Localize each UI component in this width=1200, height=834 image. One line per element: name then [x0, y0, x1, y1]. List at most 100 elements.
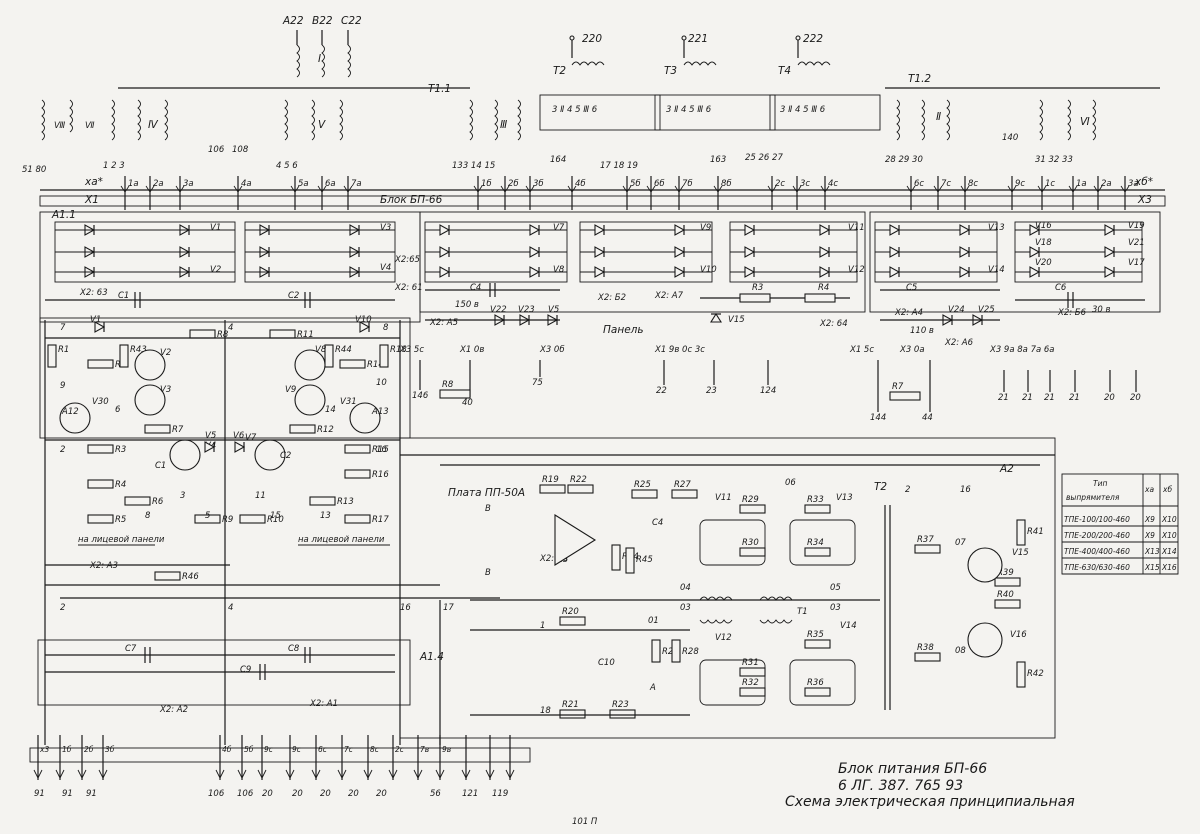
label-106: 106	[208, 145, 225, 155]
resistor-label: R29	[742, 495, 759, 505]
resistor: R40	[994, 590, 1021, 609]
resistor: R33	[804, 495, 831, 514]
label-x2-63: X2: 63	[79, 288, 108, 298]
label-cap-110v: 110 в	[910, 326, 934, 336]
diode	[744, 246, 756, 258]
bottom-terminal-num: 106	[208, 789, 225, 799]
mid-conn-label: X3 0a	[899, 345, 925, 355]
table-cell-xa: X9	[1144, 531, 1155, 540]
resistor-label: R14	[367, 360, 384, 370]
winding-group	[699, 659, 766, 706]
diode-label: V23	[518, 305, 535, 315]
svg-text:Ⅶ: Ⅶ	[85, 121, 95, 131]
winding-group	[789, 519, 856, 566]
node-label: 2	[905, 485, 910, 495]
svg-text:V15: V15	[1012, 548, 1029, 558]
diode	[439, 224, 451, 236]
transistor	[294, 349, 326, 381]
node-label: 16	[960, 485, 971, 495]
block-a11	[39, 211, 421, 323]
conn-label-top: 7с	[941, 179, 951, 189]
cap-label: C1	[155, 461, 166, 471]
diode	[594, 266, 606, 278]
resistor-label: R5	[115, 515, 126, 525]
transistor-label: V14	[840, 621, 857, 631]
label-108: 108	[232, 145, 249, 155]
cap-label: C10	[598, 658, 615, 668]
resistor: R7	[889, 382, 921, 401]
resistor-label: R32	[742, 678, 759, 688]
diode	[889, 224, 901, 236]
resistor: R41	[1016, 519, 1044, 546]
table-cell-xa: X13	[1144, 547, 1160, 556]
label-164: 164	[550, 155, 566, 165]
resistor: R17	[344, 514, 389, 525]
svg-text:51 80: 51 80	[22, 165, 46, 175]
diode	[439, 266, 451, 278]
diode	[439, 246, 451, 258]
label-t4: Т4	[778, 65, 791, 77]
diode	[674, 266, 686, 278]
node-label: 3	[180, 491, 185, 501]
node-label: 05	[830, 583, 841, 593]
resistor: R16	[344, 469, 389, 480]
node-label: 13	[320, 511, 331, 521]
resistor-label: R9	[222, 515, 233, 525]
label-x2-a8: X2: А8	[539, 554, 569, 564]
diode	[744, 266, 756, 278]
node-label: 8	[383, 323, 389, 333]
bottom-conn-label: 2б	[84, 745, 94, 754]
resistor-label: R43	[130, 345, 147, 355]
mid-terminal-num: 22	[656, 386, 667, 396]
svg-text:25 26 27: 25 26 27	[745, 153, 783, 163]
node-label: 03	[680, 603, 691, 613]
transistor-label: V13	[836, 493, 853, 503]
label-t1-bottom: Т1	[797, 607, 808, 617]
mid-terminal-num: 23	[706, 386, 717, 396]
diode-label: V7	[553, 223, 565, 233]
label-cap-30v: 30 в	[1092, 305, 1111, 315]
resistor-label: R37	[917, 535, 934, 545]
resistor: R7	[144, 424, 184, 435]
diode-label: V18	[1035, 238, 1052, 248]
svg-text:3 Ⅱ 4 5 Ⅲ 6: 3 Ⅱ 4 5 Ⅲ 6	[552, 105, 598, 115]
diode-label: V5	[205, 431, 216, 441]
diode	[744, 224, 756, 236]
label-140: 140	[1002, 133, 1018, 143]
resistor-label: R36	[807, 678, 824, 688]
node-label: 16	[400, 603, 411, 613]
diode-label: V10	[355, 315, 372, 325]
node-label: 08	[955, 646, 966, 656]
resistor: R37	[914, 535, 941, 554]
resistor-label: R1	[58, 345, 69, 355]
node-label: 01	[648, 616, 659, 626]
resistor-label: R28	[682, 647, 699, 657]
cap-label: C2	[280, 451, 291, 461]
bottom-conn-label: 7c	[344, 745, 354, 754]
conn-label-top: 9с	[1015, 179, 1025, 189]
resistor-label: R13	[337, 497, 354, 507]
resistor: R3	[87, 444, 126, 455]
resistor-label: R38	[917, 643, 934, 653]
conn-label-top: 1а	[128, 179, 139, 189]
label-t12: Т1.2	[908, 73, 931, 85]
diode-label: V12	[848, 265, 865, 275]
diode	[529, 246, 541, 258]
label-x2-a5: X2: А5	[429, 318, 458, 328]
label-x2-b2: X2: Б2	[597, 293, 626, 303]
diode	[889, 246, 901, 258]
diode-label: V22	[490, 305, 507, 315]
svg-text:28 29 30: 28 29 30	[885, 155, 923, 165]
svg-text:1 2 3: 1 2 3	[103, 161, 125, 171]
resistor-label: R33	[807, 495, 824, 505]
node-label: 03	[830, 603, 841, 613]
svg-text:Ⅵ: Ⅵ	[1080, 116, 1090, 128]
diode	[359, 321, 371, 333]
conn-label-top: 6б	[654, 179, 665, 189]
cap-label: C4	[652, 518, 663, 528]
resistor-label: R18	[390, 345, 407, 355]
svg-text:R3: R3	[752, 283, 763, 293]
transistor-label: V12	[715, 633, 732, 643]
svg-text:R4: R4	[818, 283, 829, 293]
